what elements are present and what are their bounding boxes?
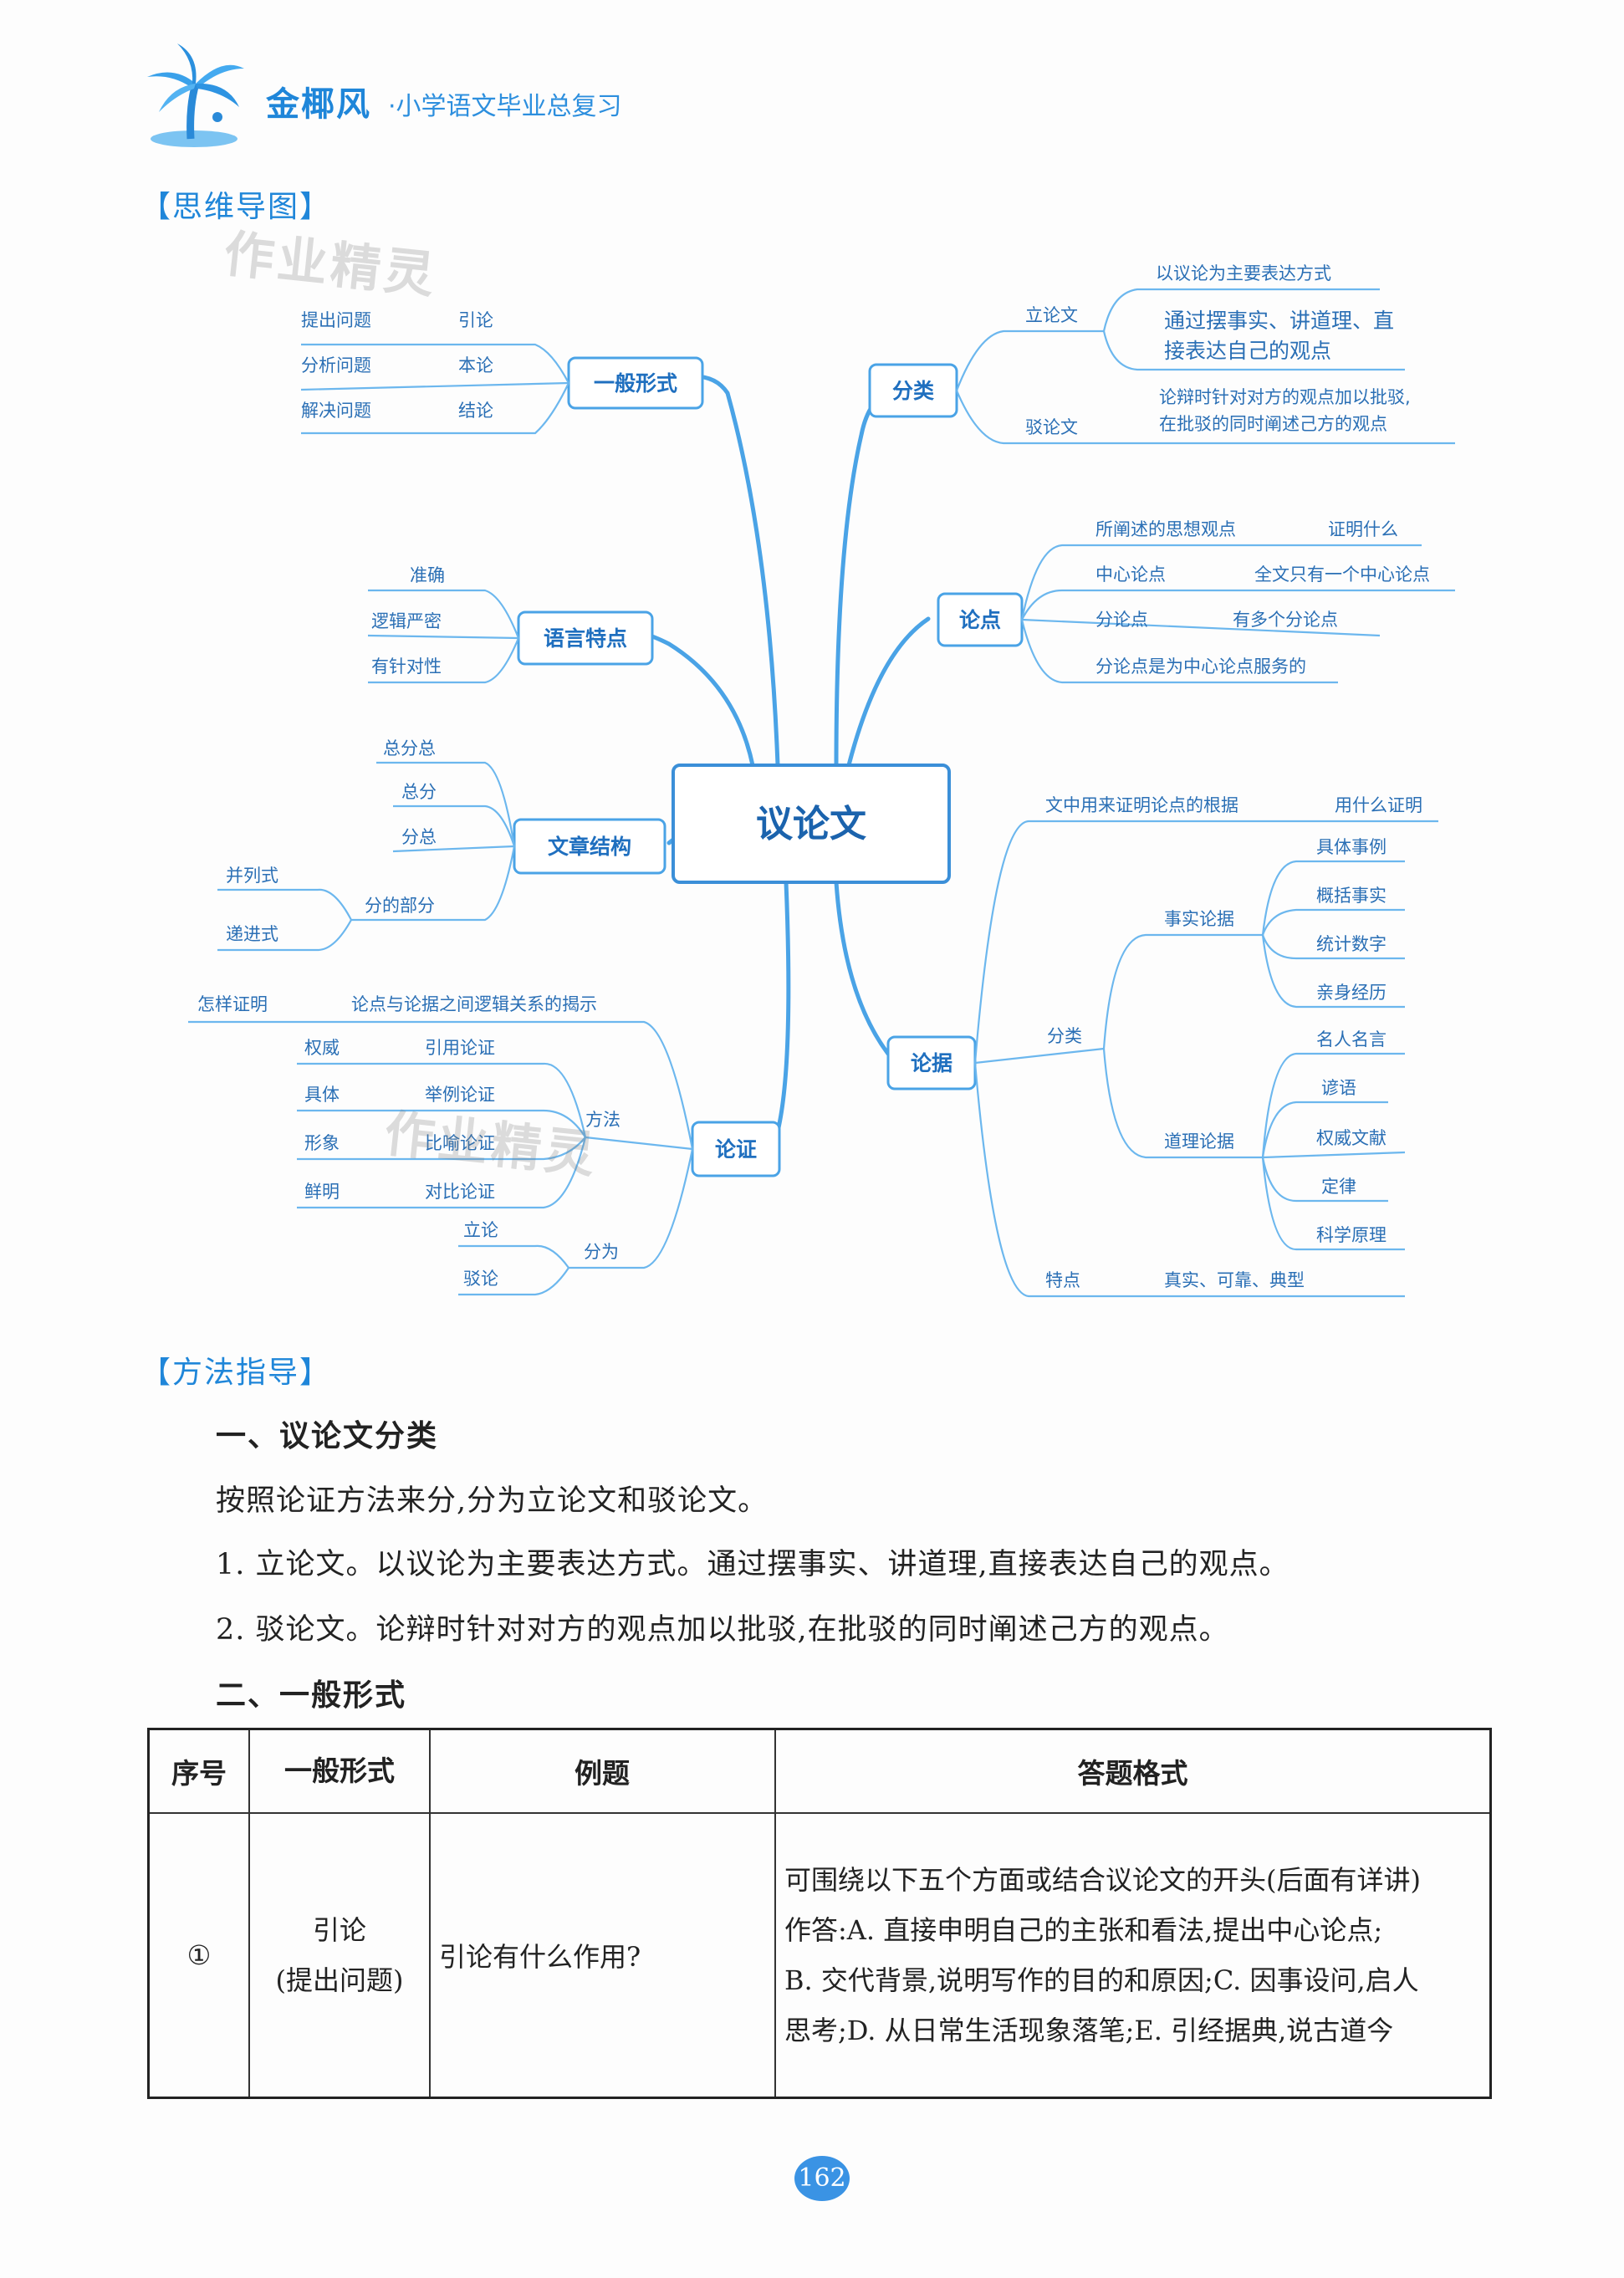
jiegou-leaf-1: 总分总 — [383, 738, 436, 758]
method-para-3: 2. 驳论文。论辩时针对对方的观点加以批驳,在批驳的同时阐述己方的观点。 — [216, 1613, 1229, 1647]
yiban-leaf-1b: 引论 — [458, 310, 493, 330]
cell-form-line2: (提出问题) — [275, 1964, 404, 1996]
fenlei-lilun: 立论文 — [1025, 305, 1078, 325]
jiegou-sub-2: 递进式 — [226, 924, 278, 944]
method-3b: 比喻论证 — [425, 1133, 495, 1153]
mindmap: 议论文 一般形式 提出问题 引论 分析问题 本论 解决问题 结论 语言特点 准确… — [188, 263, 1455, 1298]
daoli-1: 名人名言 — [1316, 1029, 1387, 1050]
daoli-5: 科学原理 — [1316, 1225, 1387, 1245]
general-form-table: 序号 一般形式 例题 答题格式 ① 引论 (提出问题) 引论有什么作用? 可围绕… — [147, 1728, 1492, 2099]
node-yuyan: 语言特点 — [544, 626, 627, 651]
center-node-label: 议论文 — [756, 803, 866, 845]
yiban-leaf-3a: 解决问题 — [301, 401, 371, 421]
node-jiegou: 文章结构 — [548, 835, 631, 859]
th-no: 序号 — [147, 1728, 250, 1814]
cell-example: 引论有什么作用? — [429, 1812, 776, 2098]
lunju-fenlei: 分类 — [1047, 1026, 1082, 1046]
cell-form: 引论 (提出问题) — [248, 1812, 431, 2098]
yiban-leaf-2b: 本论 — [458, 355, 493, 375]
yuyan-leaf-2: 逻辑严密 — [371, 611, 442, 631]
daoli-3: 权威文献 — [1316, 1128, 1387, 1148]
method-section-tag: 【方法指导】 — [140, 1356, 332, 1390]
lundian-2b: 全文只有一个中心论点 — [1254, 564, 1430, 585]
bolun-2: 在批驳的同时阐述己方的观点 — [1159, 414, 1387, 434]
yuyan-leaf-1: 准确 — [410, 565, 445, 585]
answer-line-2: 作答:A. 直接申明自己的主张和看法,提出中心论点; — [784, 1913, 1383, 1946]
page-number: 162 — [794, 2156, 850, 2201]
shishi-label: 事实论据 — [1164, 909, 1234, 929]
shishi-2: 概括事实 — [1316, 886, 1387, 906]
method-4b: 对比论证 — [425, 1182, 495, 1202]
fenlei-bolun: 驳论文 — [1025, 417, 1078, 437]
lunzheng-method: 方法 — [585, 1110, 620, 1130]
method-1b: 引用论证 — [425, 1038, 495, 1058]
node-lundian: 论点 — [959, 608, 1001, 632]
method-2a: 具体 — [304, 1085, 340, 1105]
jiegou-sub: 分的部分 — [365, 896, 435, 916]
lundian-2a: 中心论点 — [1095, 564, 1166, 585]
lundian-4a: 分论点是为中心论点服务的 — [1095, 656, 1306, 677]
daoli-label: 道理论据 — [1164, 1131, 1234, 1152]
node-lunju: 论据 — [911, 1051, 952, 1075]
method-para-2: 1. 立论文。以议论为主要表达方式。通过摆事实、讲道理,直接表达自己的观点。 — [216, 1548, 1289, 1581]
th-answer: 答题格式 — [774, 1728, 1492, 1814]
answer-line-4: 思考;D. 从日常生活现象落笔;E. 引经据典,说古道今 — [784, 2014, 1394, 2046]
jiegou-leaf-3: 分总 — [401, 827, 437, 847]
shishi-3: 统计数字 — [1316, 934, 1387, 954]
lunju-top-b: 用什么证明 — [1335, 795, 1422, 815]
daoli-2: 谚语 — [1321, 1078, 1356, 1098]
jiegou-leaf-2: 总分 — [401, 782, 437, 802]
yuyan-leaf-3: 有针对性 — [371, 656, 442, 677]
lilun-1: 以议论为主要表达方式 — [1156, 263, 1331, 283]
method-heading-1: 一、议论文分类 — [216, 1419, 439, 1453]
fen-2: 驳论 — [463, 1269, 498, 1289]
yiban-leaf-2a: 分析问题 — [301, 355, 371, 375]
lundian-1b: 证明什么 — [1328, 519, 1398, 539]
cell-answer: 可围绕以下五个方面或结合议论文的开头(后面有详讲) 作答:A. 直接申明自己的主… — [774, 1812, 1492, 2098]
daoli-4: 定律 — [1321, 1177, 1356, 1197]
mindmap-section-tag: 【思维导图】 — [140, 190, 332, 224]
node-yiban: 一般形式 — [594, 371, 677, 396]
lunju-tedian-val: 真实、可靠、典型 — [1164, 1270, 1305, 1290]
lundian-3a: 分论点 — [1095, 610, 1148, 630]
answer-line-3: B. 交代背景,说明写作的目的和原因;C. 因事设问,启人 — [784, 1964, 1419, 1996]
lunju-top-a: 文中用来证明论点的根据 — [1045, 795, 1238, 815]
method-4a: 鲜明 — [304, 1182, 340, 1202]
shishi-4: 亲身经历 — [1316, 983, 1387, 1003]
yiban-leaf-1a: 提出问题 — [301, 310, 371, 330]
shishi-1: 具体事例 — [1316, 837, 1387, 857]
th-example: 例题 — [429, 1728, 776, 1814]
lilun-3: 接表达自己的观点 — [1164, 339, 1331, 363]
lilun-2: 通过摆事实、讲道理、直 — [1164, 309, 1394, 333]
lunzheng-top-b: 论点与论据之间逻辑关系的揭示 — [351, 994, 597, 1014]
method-para-1: 按照论证方法来分,分为立论文和驳论文。 — [216, 1484, 769, 1518]
lunzheng-fenwei: 分为 — [584, 1242, 619, 1262]
brand-title: 金椰风 — [266, 85, 371, 124]
lundian-3b: 有多个分论点 — [1233, 610, 1338, 630]
jiegou-sub-1: 并列式 — [226, 866, 278, 886]
bolun-1: 论辩时针对对方的观点加以批驳, — [1159, 387, 1411, 407]
node-fenlei: 分类 — [892, 379, 935, 403]
palm-tree-logo-icon — [147, 43, 244, 147]
lunju-tedian: 特点 — [1045, 1270, 1080, 1290]
node-lunzheng: 论证 — [715, 1137, 757, 1162]
yiban-leaf-3b: 结论 — [458, 401, 493, 421]
lunzheng-top-a: 怎样证明 — [197, 994, 268, 1014]
method-2b: 举例论证 — [425, 1085, 495, 1105]
brand-subtitle: ·小学语文毕业总复习 — [388, 92, 622, 121]
center-node-box — [672, 764, 951, 884]
table-row: ① 引论 (提出问题) 引论有什么作用? 可围绕以下五个方面或结合议论文的开头(… — [147, 1812, 1492, 2098]
answer-line-1: 可围绕以下五个方面或结合议论文的开头(后面有详讲) — [784, 1863, 1421, 1896]
method-1a: 权威 — [304, 1038, 340, 1058]
cell-no: ① — [147, 1812, 250, 2098]
table-header-row: 序号 一般形式 例题 答题格式 — [147, 1728, 1492, 1814]
lundian-1a: 所阐述的思想观点 — [1095, 519, 1236, 539]
cell-form-line1: 引论 — [312, 1913, 366, 1946]
th-form: 一般形式 — [248, 1728, 431, 1814]
method-3a: 形象 — [304, 1133, 340, 1153]
method-heading-2: 二、一般形式 — [216, 1678, 407, 1713]
fen-1: 立论 — [463, 1220, 498, 1240]
